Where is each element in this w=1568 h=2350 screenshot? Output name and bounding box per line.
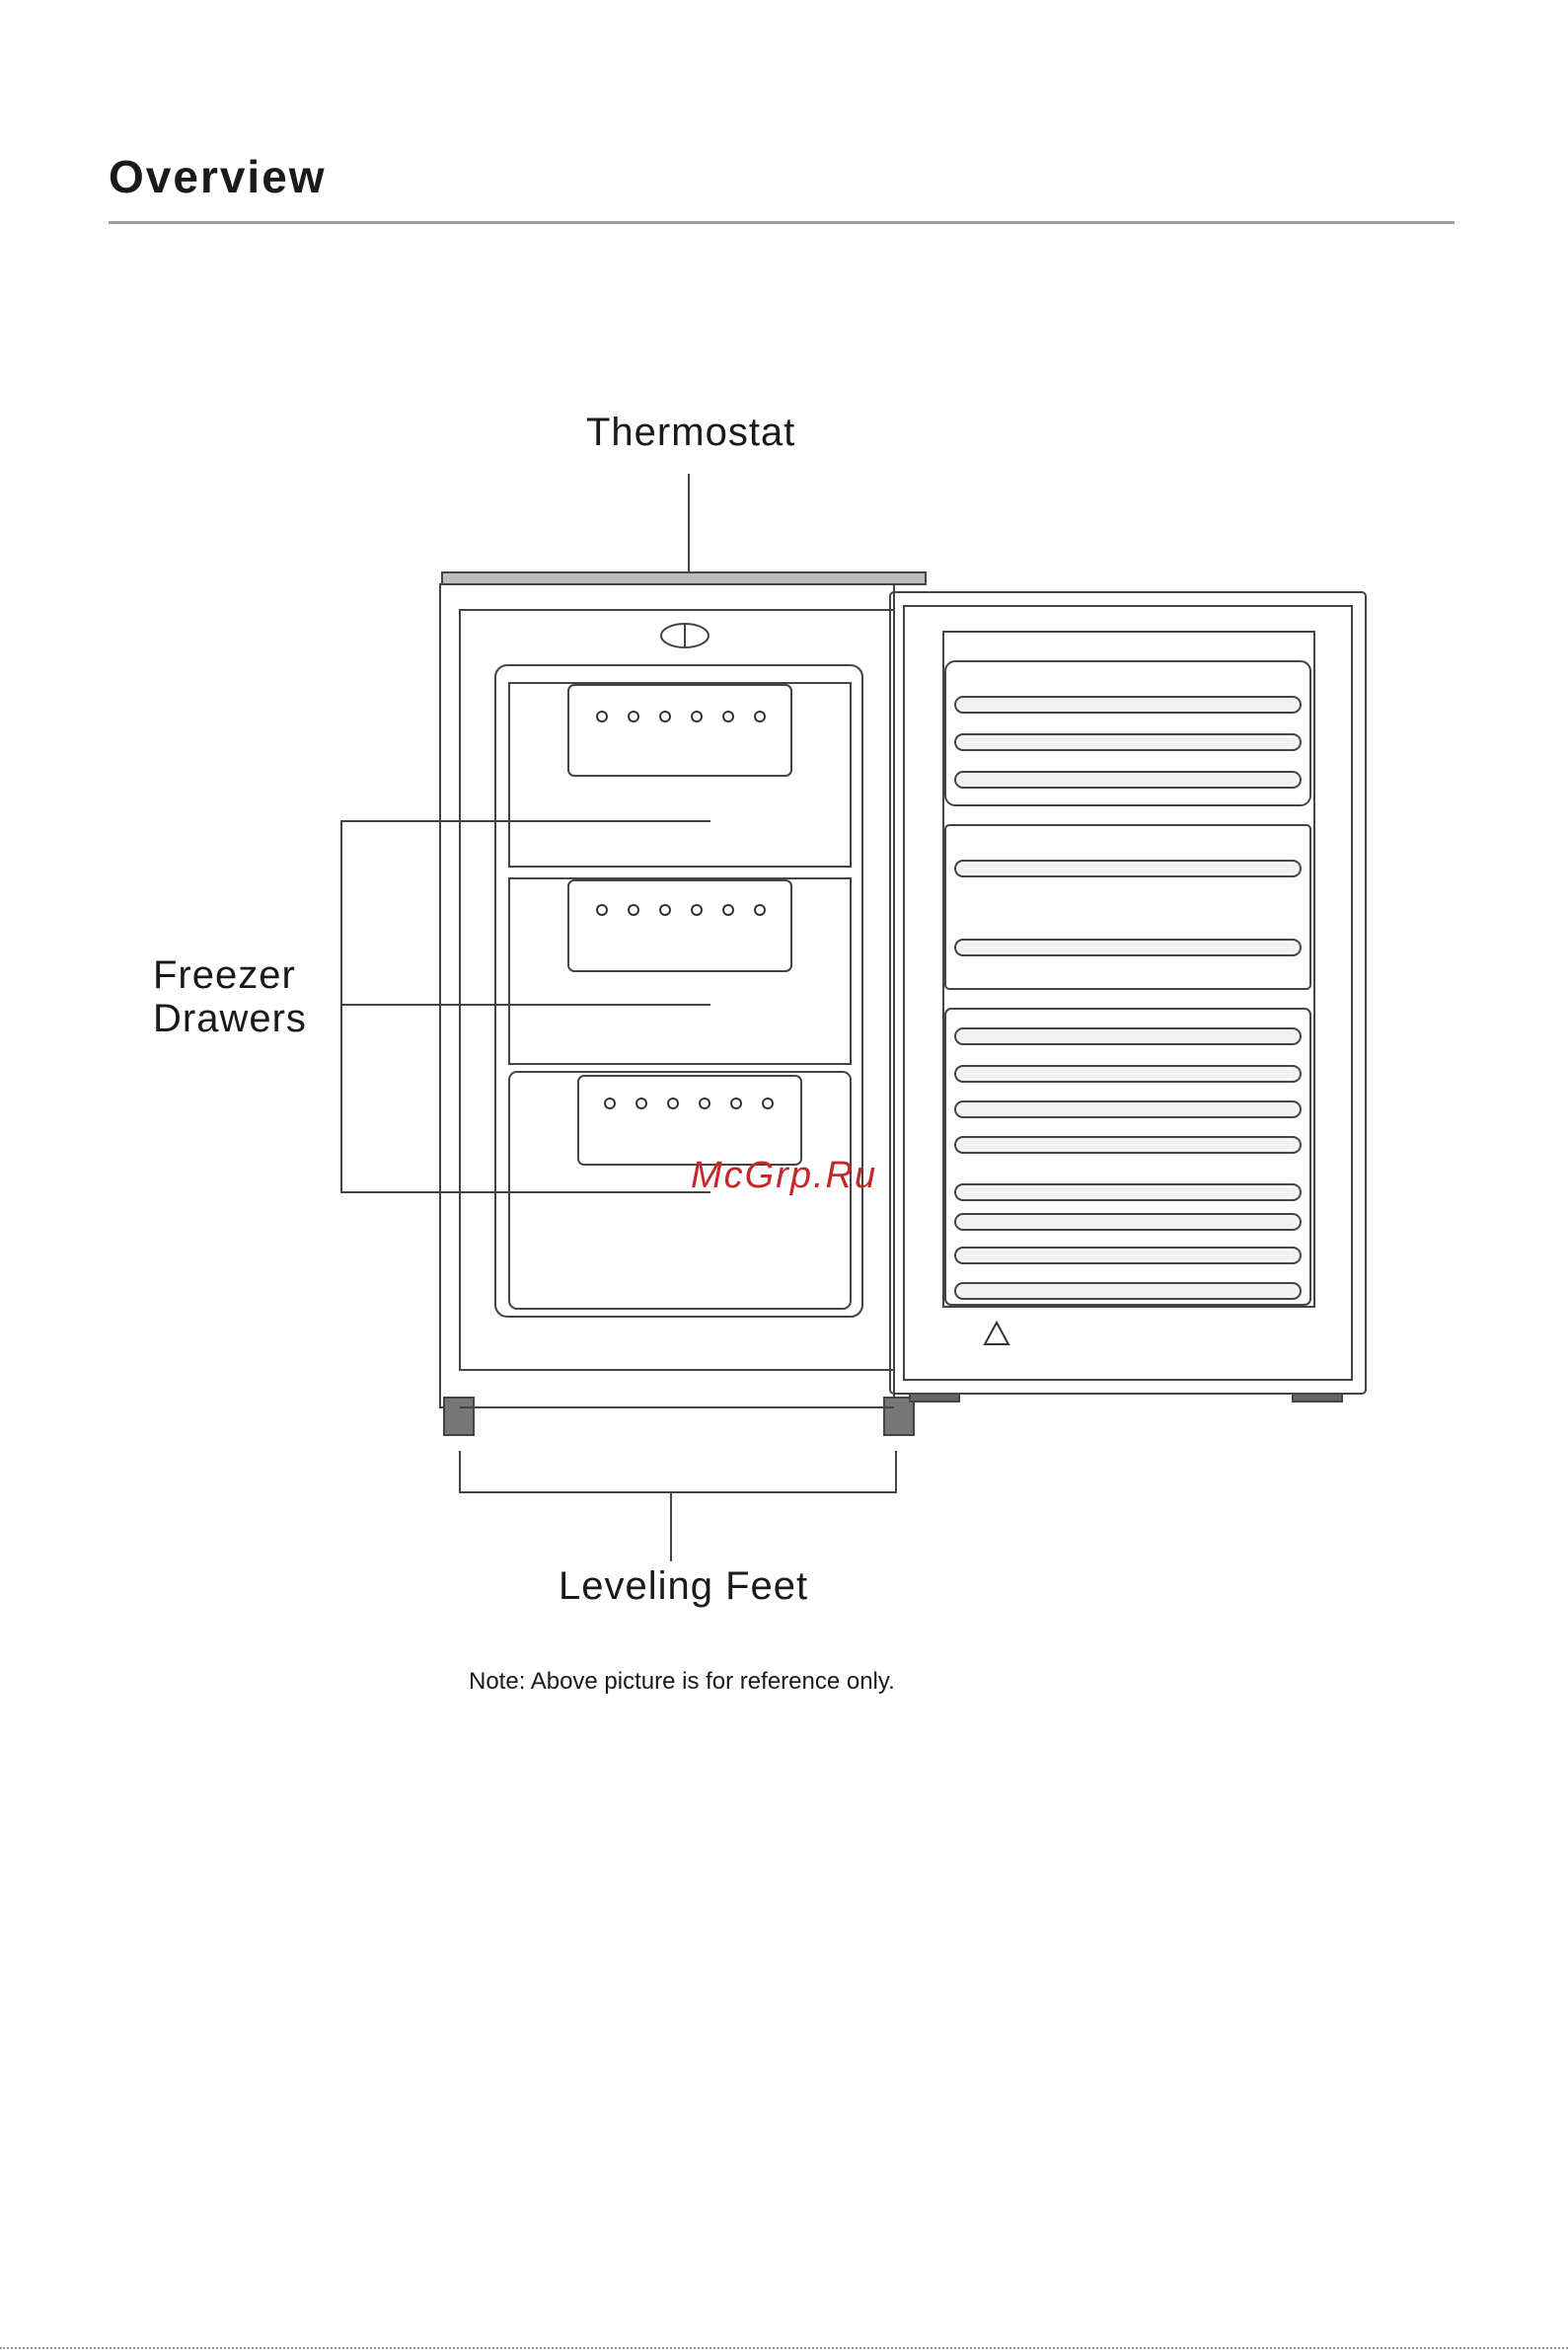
leveling-feet-label: Leveling Feet [559,1564,808,1609]
freezer-drawers-label: Freezer Drawers [153,953,307,1040]
drawer-area [495,665,862,1317]
leveling-foot-right [884,1398,914,1435]
drawer-1-handle [568,685,791,776]
watermark: McGrp.Ru [691,1155,877,1197]
freezer-drawers-bracket [341,821,710,1192]
door-liner [943,632,1314,1307]
page-bottom-border [0,2347,1568,2349]
recycle-icon [985,1323,1008,1344]
drawer-3-handle [578,1076,801,1165]
freezer-label-line2: Drawers [153,997,307,1040]
reference-note: Note: Above picture is for reference onl… [469,1668,895,1696]
leveling-feet-bracket [460,1451,896,1561]
freezer-label-line1: Freezer [153,953,307,997]
drawer-2-handle [568,880,791,971]
thermostat-label: Thermostat [586,411,795,455]
leveling-foot-left [444,1398,474,1435]
door-shelf-middle [945,825,1310,989]
cabinet-inner-frame [460,610,894,1370]
cabinet-top [442,572,926,584]
